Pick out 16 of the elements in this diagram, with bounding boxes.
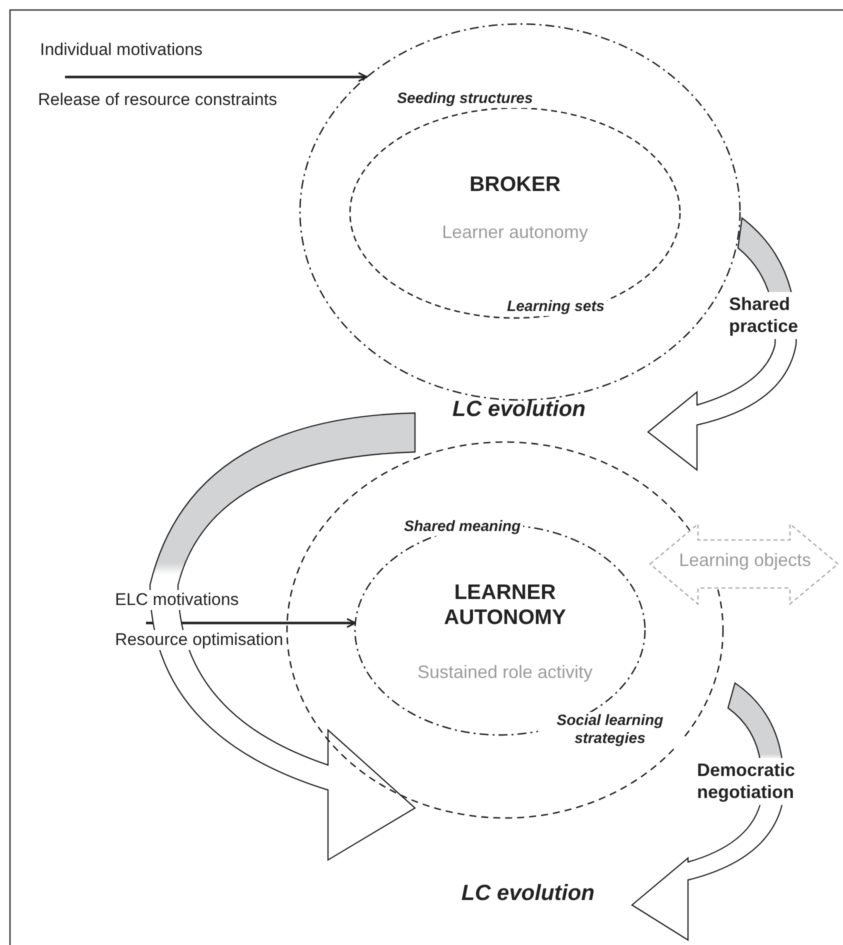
italic-label: Shared meaning — [402, 518, 523, 536]
subtitle-label: Sustained role activity — [417, 662, 593, 684]
text-label: ELC motivations — [115, 590, 239, 610]
outcome-label: LC evolution — [461, 880, 595, 906]
subtitle-label: Learner autonomy — [442, 222, 588, 244]
outcome-label: LC evolution — [452, 396, 586, 422]
shape-label: Learning objects — [678, 550, 812, 572]
italic-label: Social learning strategies — [538, 712, 682, 748]
italic-label: Learning sets — [505, 298, 607, 316]
double-arrow-shape — [648, 522, 840, 606]
italic-label: Seeding structures — [395, 90, 535, 108]
heading-label: LEARNER AUTONOMY — [442, 580, 568, 630]
block-arrow — [149, 412, 416, 861]
arrow — [65, 72, 368, 82]
heading-label: BROKER — [470, 172, 560, 198]
text-label: Resource optimisation — [115, 630, 284, 650]
